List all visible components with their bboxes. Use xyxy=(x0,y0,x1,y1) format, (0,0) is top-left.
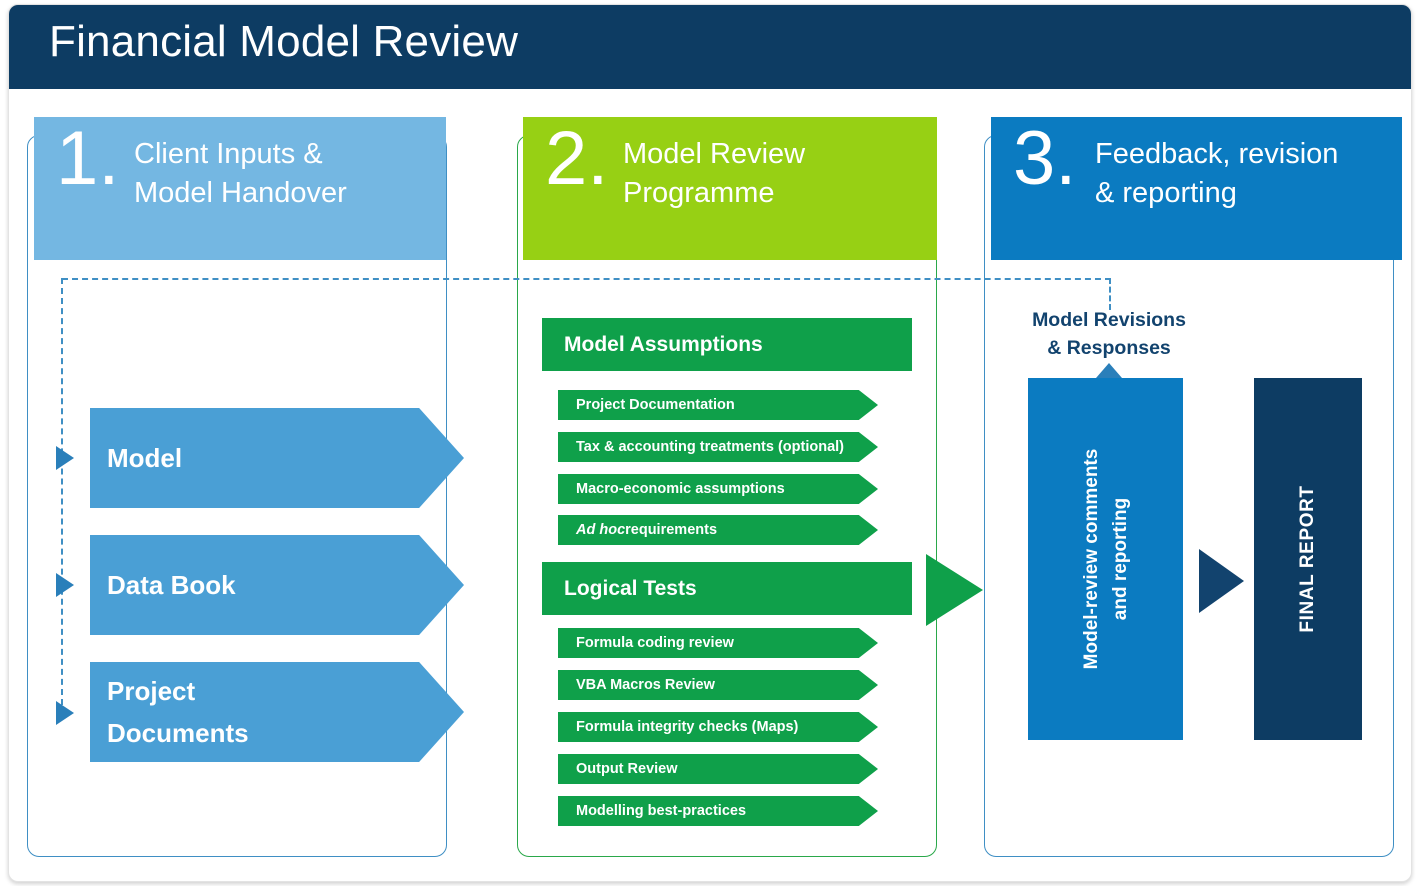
feedback-connector-left-vertical xyxy=(61,278,63,715)
column-1-label: Client Inputs & Model Handover xyxy=(134,138,347,209)
input-arrow-model[interactable]: Model xyxy=(90,408,464,508)
list-item-vba-macros-review[interactable]: VBA Macros Review xyxy=(558,670,878,700)
column-3-label: Feedback, revision & reporting xyxy=(1095,138,1339,209)
diagram-card: Financial Model Review 1. Client Inputs … xyxy=(8,4,1412,882)
list-item-label: Modelling best-practices xyxy=(576,803,747,819)
list-item-label: Formula coding review xyxy=(576,635,734,651)
list-item-label: Tax & accounting treatments (optional) xyxy=(576,439,845,455)
list-item-macro-economic-assumptions[interactable]: Macro-economic assumptions xyxy=(558,474,878,504)
column-2-header: 2. Model Review Programme xyxy=(523,117,937,260)
list-item-label: Output Review xyxy=(576,761,678,777)
flow-arrow-icon-stage2-to-stage3 xyxy=(926,554,983,626)
list-item-formula-coding-review[interactable]: Formula coding review xyxy=(558,628,878,658)
feed-marker-icon-model xyxy=(56,446,74,470)
list-item-project-documentation[interactable]: Project Documentation xyxy=(558,390,878,420)
section-heading-logical-tests: Logical Tests xyxy=(542,562,912,615)
feedback-connector-right-vertical xyxy=(1109,278,1111,310)
list-item-output-review[interactable]: Output Review xyxy=(558,754,878,784)
final-report-label: FINAL REPORT xyxy=(1297,485,1318,633)
model-review-comments-label: Model-review comments and reporting xyxy=(1080,448,1131,670)
column-2-number: 2. xyxy=(545,116,609,201)
input-arrow-project-documents-label: Project Documents xyxy=(107,676,249,748)
final-report-box[interactable]: FINAL REPORT xyxy=(1254,378,1362,740)
list-item-modelling-best-practices[interactable]: Modelling best-practices xyxy=(558,796,878,826)
column-3-header: 3. Feedback, revision & reporting xyxy=(991,117,1402,260)
section-heading-logical-tests-label: Logical Tests xyxy=(564,576,697,600)
list-item-ad-hoc-requirements[interactable]: Ad hoc requirements xyxy=(558,515,878,545)
model-revisions-label: Model Revisions & Responses xyxy=(1032,309,1186,359)
feedback-connector-horizontal xyxy=(62,278,1111,280)
column-3-number: 3. xyxy=(1013,116,1077,201)
feed-marker-icon-project-documents xyxy=(56,701,74,725)
input-arrow-data-book-label: Data Book xyxy=(107,570,236,600)
list-item-label: Project Documentation xyxy=(576,397,735,413)
section-heading-model-assumptions: Model Assumptions xyxy=(542,318,912,371)
flow-arrow-icon-to-final-report xyxy=(1199,549,1244,613)
title-bar: Financial Model Review xyxy=(9,5,1411,89)
list-item-label: Ad hoc requirements xyxy=(576,522,718,538)
input-arrow-project-documents[interactable]: Project Documents xyxy=(90,662,464,762)
list-item-label: Formula integrity checks (Maps) xyxy=(576,719,799,735)
list-item-label: Macro-economic assumptions xyxy=(576,481,785,497)
input-arrow-data-book[interactable]: Data Book xyxy=(90,535,464,635)
feed-marker-icon-data-book xyxy=(56,573,74,597)
column-1-number: 1. xyxy=(56,116,120,201)
up-arrow-icon-model-revisions xyxy=(1096,363,1122,378)
input-arrow-model-label: Model xyxy=(107,443,183,473)
list-item-tax-accounting-treatments[interactable]: Tax & accounting treatments (optional) xyxy=(558,432,878,462)
list-item-italic: Ad hoc xyxy=(576,522,626,538)
section-heading-model-assumptions-label: Model Assumptions xyxy=(564,332,763,356)
list-item-formula-integrity-checks[interactable]: Formula integrity checks (Maps) xyxy=(558,712,878,742)
model-review-comments-box[interactable]: Model-review comments and reporting xyxy=(1028,378,1183,740)
column-2-label: Model Review Programme xyxy=(623,138,806,209)
page-title: Financial Model Review xyxy=(49,17,519,66)
list-item-label: VBA Macros Review xyxy=(576,677,715,693)
column-1-header: 1. Client Inputs & Model Handover xyxy=(34,117,446,260)
